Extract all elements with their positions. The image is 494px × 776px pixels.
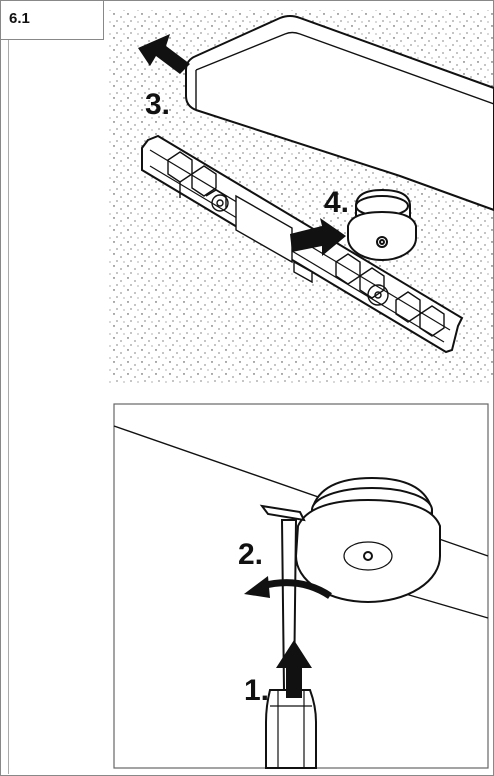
curved-arrow-icon [244, 576, 332, 599]
left-rule [8, 40, 9, 774]
step-4-label: 4. [324, 186, 350, 219]
arrow-right-icon [290, 218, 346, 256]
arrow-up-left-icon [138, 34, 190, 74]
step-3-label: 3. [145, 88, 171, 121]
step-1-label: 1. [244, 674, 270, 707]
section-tab: 6.1 [0, 0, 104, 40]
step-2-label: 2. [238, 538, 264, 571]
detector-head-large [295, 476, 441, 603]
detector-head-small [347, 188, 417, 261]
section-number: 6.1 [9, 10, 30, 27]
arrow-up-icon [276, 640, 312, 698]
